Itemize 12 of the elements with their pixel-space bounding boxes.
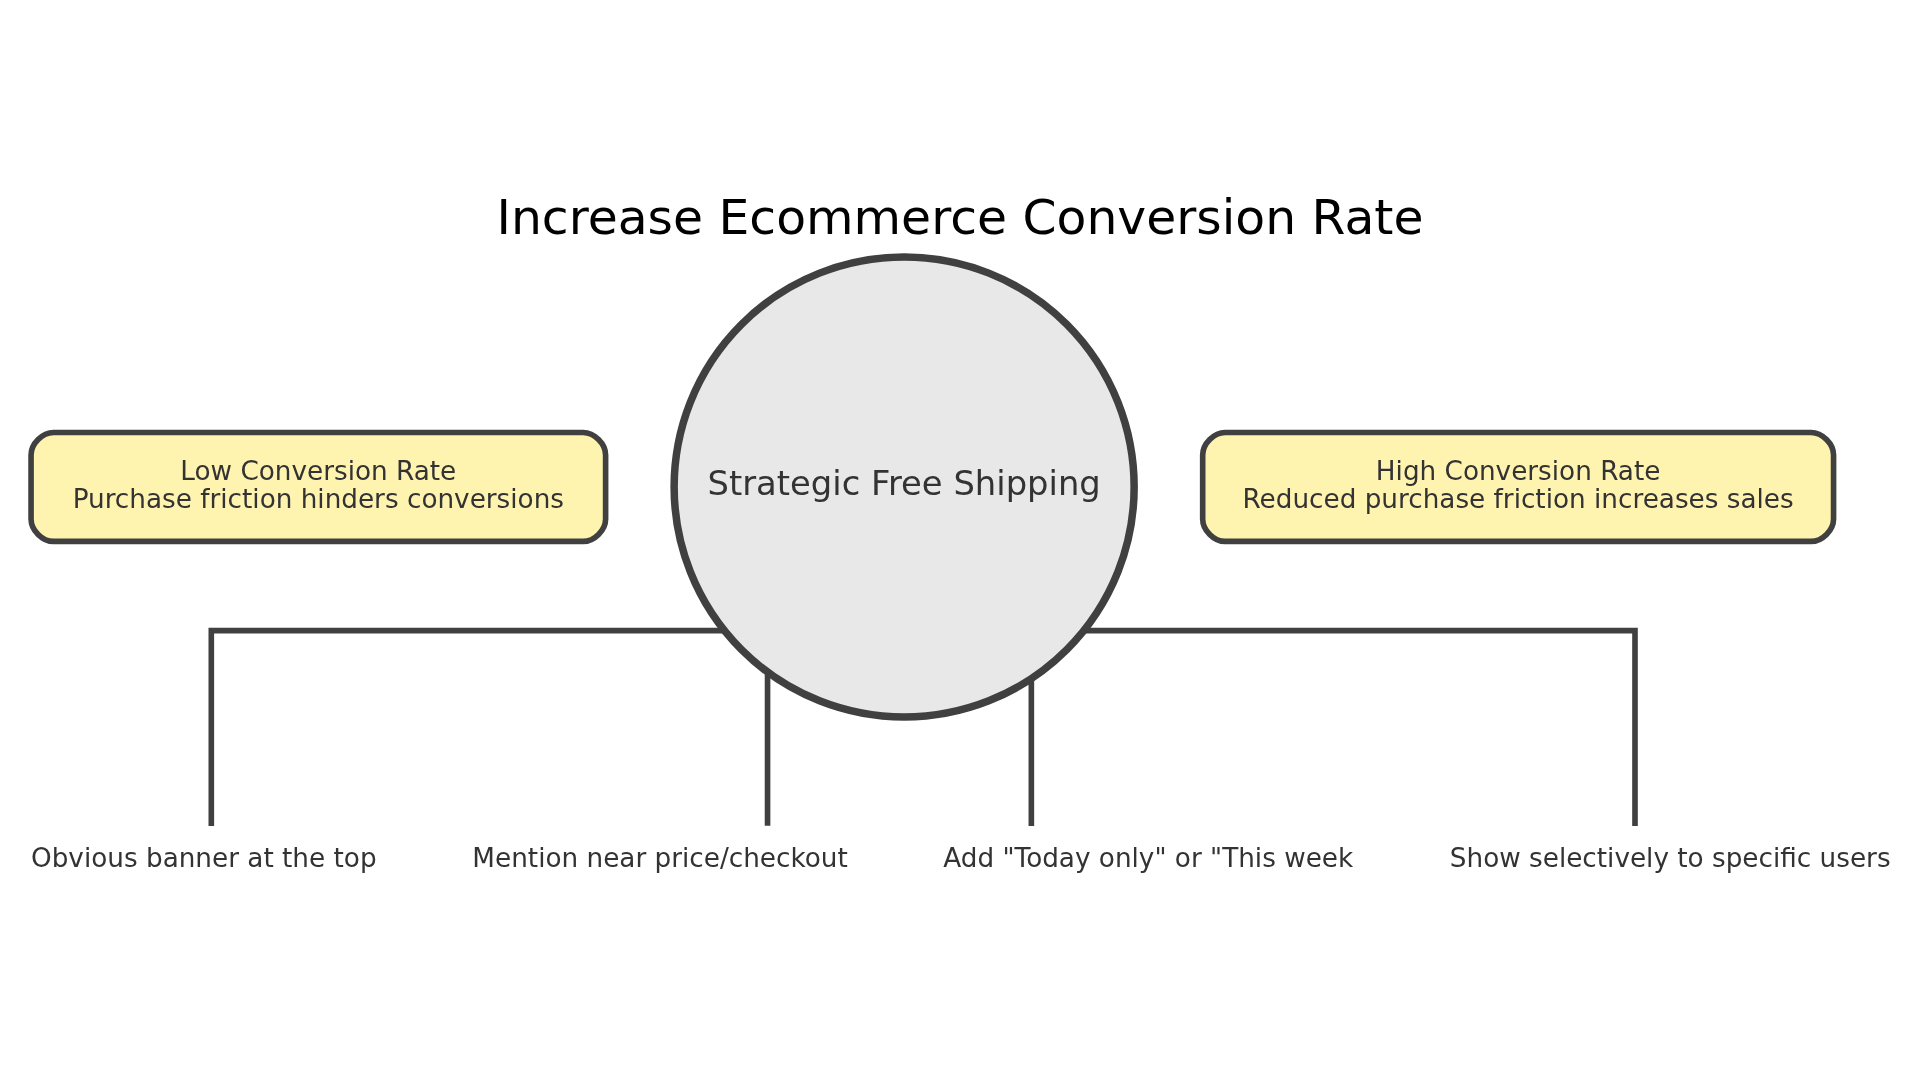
connector <box>1083 627 1638 826</box>
connector <box>764 671 771 826</box>
node-text: Add "Today only" or "This week <box>943 842 1354 873</box>
node-box: High Conversion Rate Reduced purchase friction increases sales <box>1199 429 1837 544</box>
connector <box>208 627 724 826</box>
diagram-title: Increase Ecommerce Conversion Rate <box>496 188 1424 246</box>
connector <box>1028 678 1035 826</box>
node-circle: Strategic Free Shipping <box>670 252 1138 721</box>
node-text: Show selectively to specific users <box>1449 842 1891 873</box>
node-text: Mention near price/checkout <box>472 842 848 873</box>
node-text: Obvious banner at the top <box>31 842 377 873</box>
node-box: Low Conversion Rate Purchase friction hinders conversions <box>28 429 609 544</box>
